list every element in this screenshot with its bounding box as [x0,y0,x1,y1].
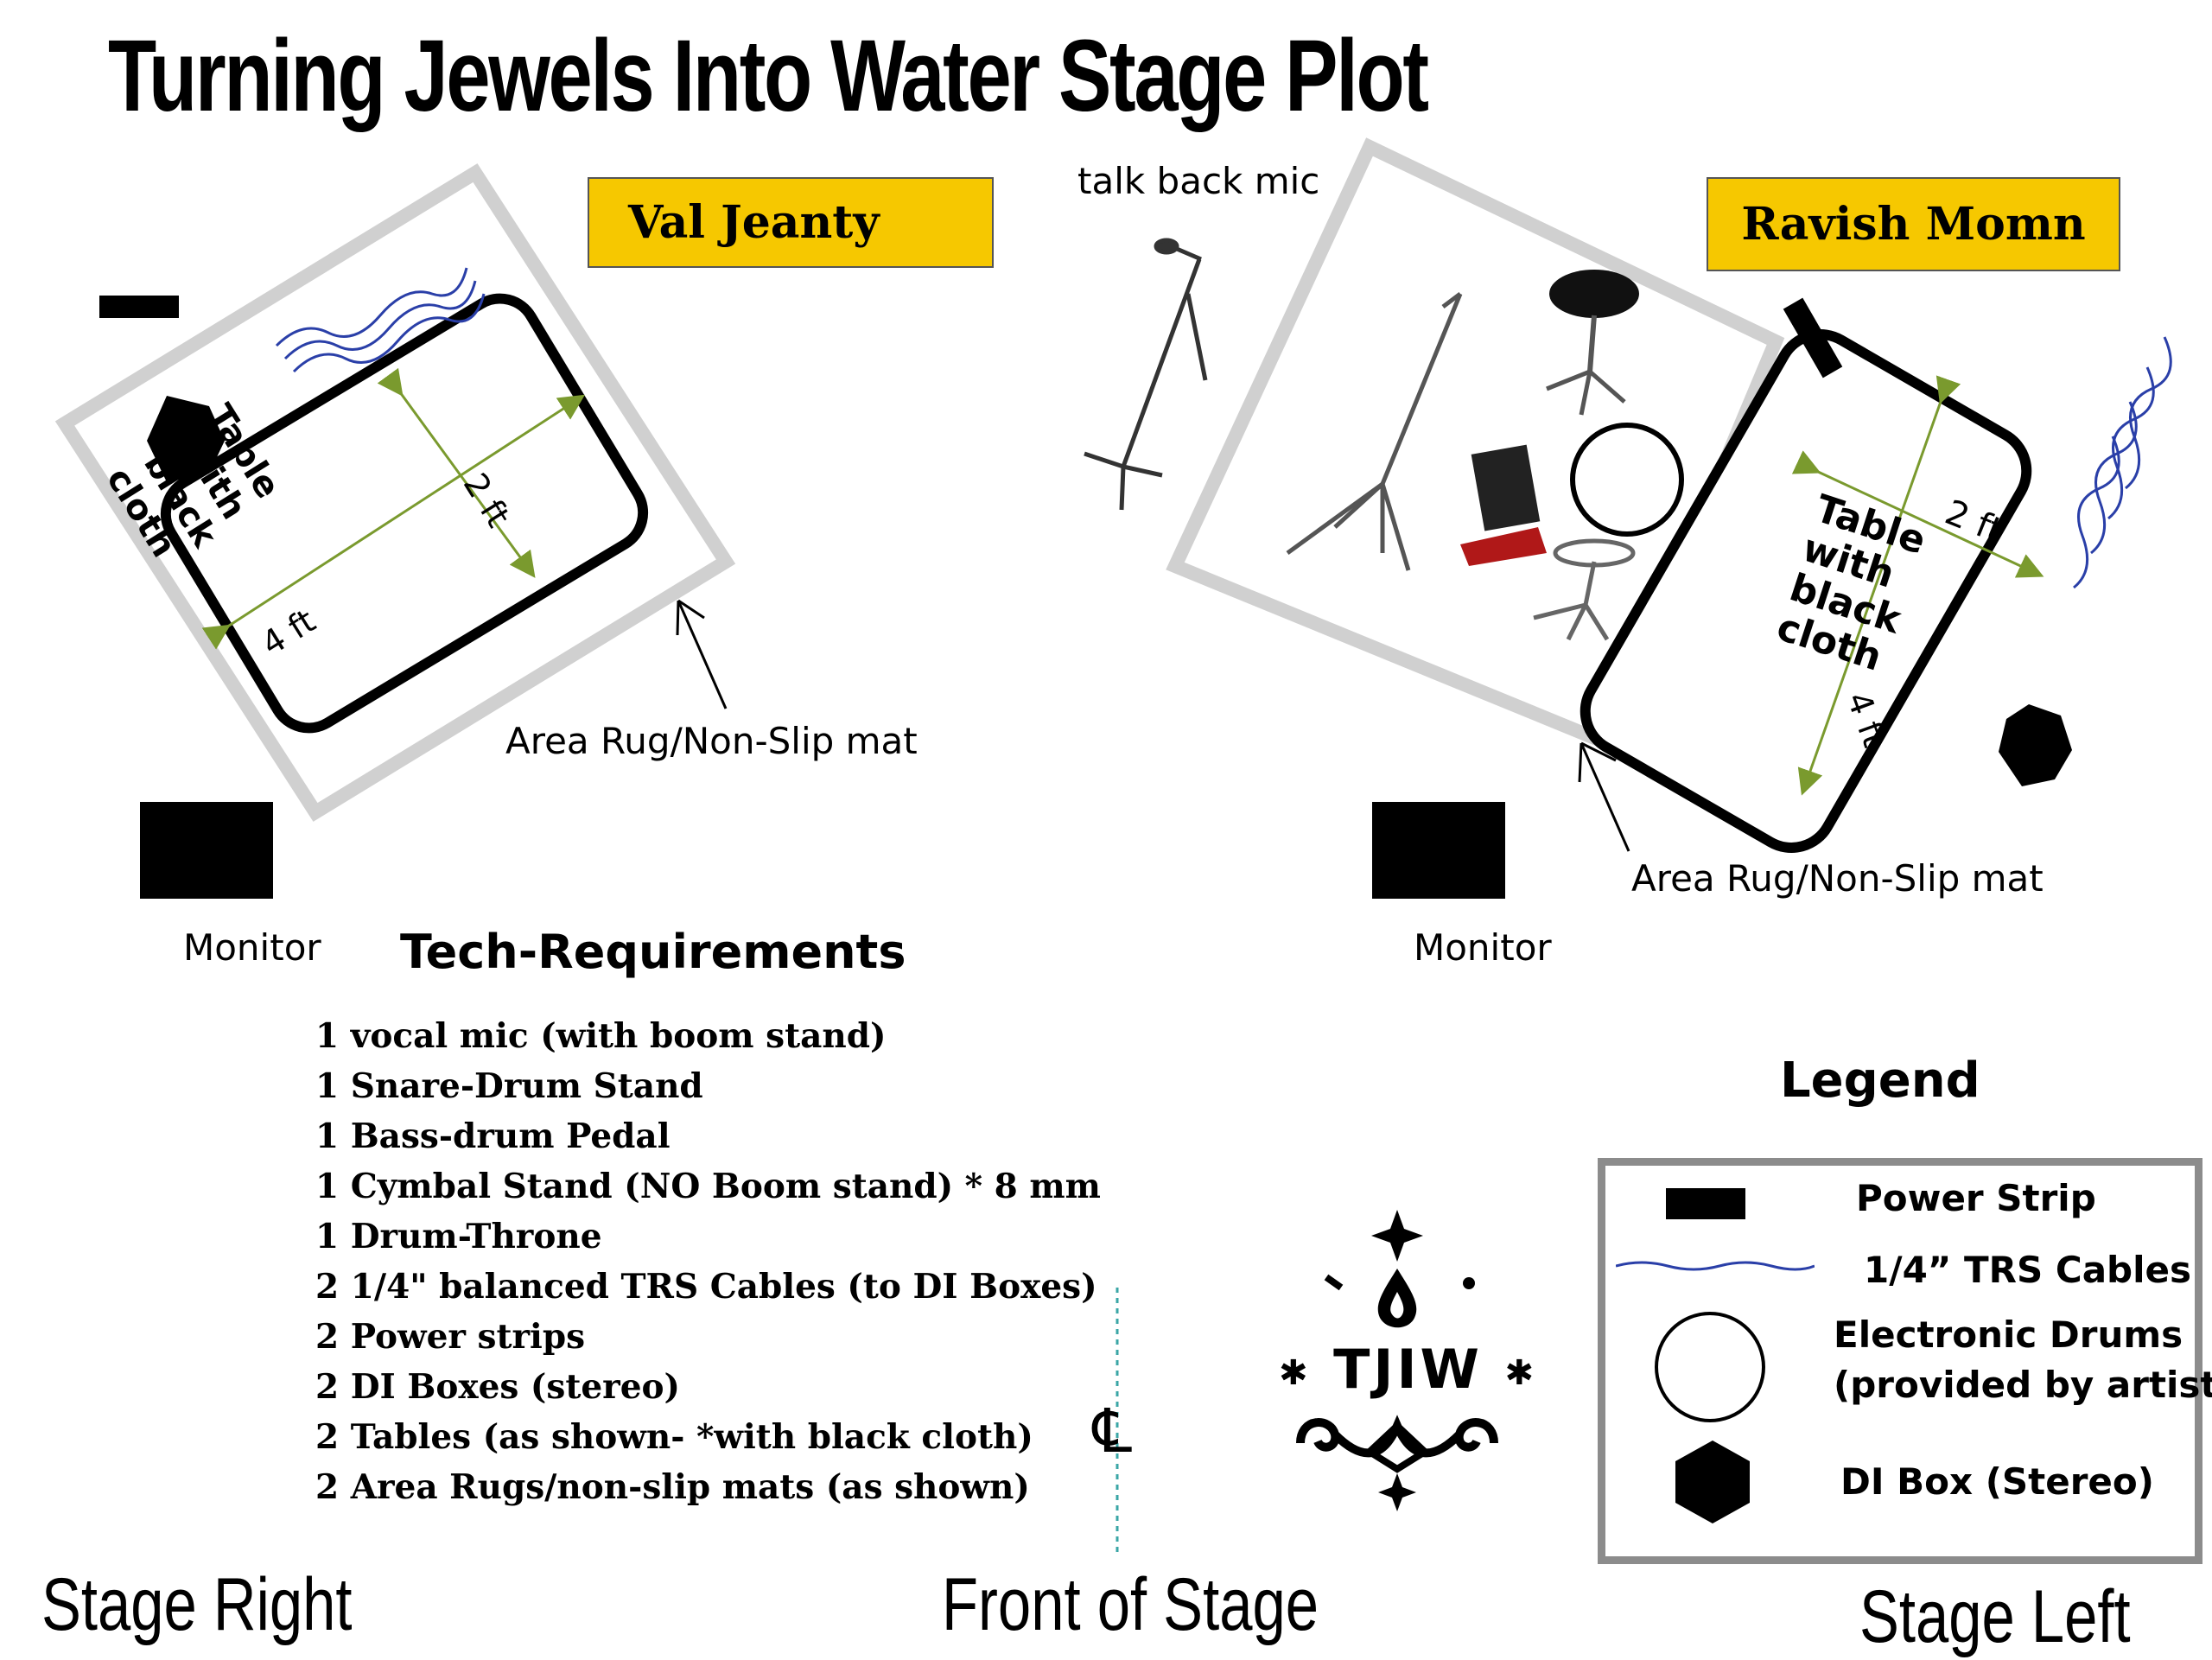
centerline-symbol: ℄ [1093,1396,1132,1466]
power-strip-icon [1783,297,1843,378]
talk-back-mic-label: talk back mic [1077,160,1320,202]
legend-label-di-box: DI Box (Stereo) [1840,1460,2154,1503]
drum-throne-icon [1546,270,1639,416]
list-item: 1 Snare-Drum Stand [315,1066,703,1106]
list-item: 1 Drum-Throne [315,1217,602,1256]
trs-cable-icon [2073,336,2172,589]
front-of-stage-label: Front of Stage [942,1563,1319,1646]
list-item: 2 1/4" balanced TRS Cables (to DI Boxes) [315,1267,1097,1307]
area-rug-label-right: Area Rug/Non-Slip mat [1631,857,2044,900]
list-item: 2 Tables (as shown- *with black cloth) [315,1417,1033,1457]
performer-left-label: Val Jeanty [588,177,994,268]
tech-requirements-heading: Tech-Requirements [400,925,906,979]
area-rug-label-left: Area Rug/Non-Slip mat [505,720,918,762]
page-title: Turning Jewels Into Water Stage Plot [108,19,1429,133]
cymbal-stand-icon [1286,292,1463,571]
di-box-icon [1999,704,2072,786]
area-rug-left [54,163,736,822]
legend-electronic-drums-icon [1655,1312,1765,1422]
performer-right-name: Ravish Momn [1741,198,2086,251]
performer-right-label: Ravish Momn [1707,177,2120,271]
dimension-arrow-2ft-left [377,367,536,578]
legend-power-strip-icon [1666,1188,1745,1219]
logo-wordmark: TJIW [1333,1338,1483,1401]
monitor-right-icon [1372,802,1505,899]
monitor-label-right: Monitor [1414,926,1552,969]
power-strip-icon [99,296,179,318]
talk-back-mic-icon [1084,238,1208,511]
tjiw-logo-icon [1296,1210,1498,1511]
bass-drum-pedal-icon [1460,444,1547,566]
di-box-icon [147,396,225,482]
monitor-label-left: Monitor [183,926,321,969]
area-rug-pointer-center [1578,741,1630,852]
stage-right-label: Stage Right [41,1563,353,1646]
legend-box [1598,1158,2202,1564]
tech-requirements-list: 1 vocal mic (with boom stand) 1 Snare-Dr… [315,1011,1101,1512]
legend-label-power-strip: Power Strip [1856,1177,2096,1219]
legend-label-trs-cables: 1/4” TRS Cables [1864,1249,2191,1291]
stage-left-label: Stage Left [1859,1575,2131,1658]
list-item: 2 DI Boxes (stereo) [315,1367,680,1407]
area-rug-pointer-left [676,599,728,709]
list-item: 1 Cymbal Stand (NO Boom stand) * 8 mm [315,1167,1101,1206]
snare-stand-icon [1533,538,1636,641]
legend-di-box-icon [1675,1441,1750,1523]
list-item: 1 vocal mic (with boom stand) [315,1016,887,1056]
list-item: 1 Bass-drum Pedal [315,1116,671,1156]
dimension-arrow-4ft-right [1797,375,1961,796]
legend-trs-cable-icon [1616,1261,1815,1271]
monitor-left-icon [140,802,273,899]
legend-note-electronic-drums: (provided by artist) [1834,1364,2212,1406]
performer-left-name: Val Jeanty [628,196,880,249]
logo-text: ✱ TJIW ✱ [1279,1338,1534,1401]
legend-heading: Legend [1780,1053,1980,1109]
legend-label-electronic-drums: Electronic Drums [1834,1313,2183,1356]
electronic-drums-icon [1570,423,1684,537]
list-item: 2 Power strips [315,1317,586,1357]
logo-star-left-icon: ✱ [1279,1352,1312,1393]
logo-star-right-icon: ✱ [1504,1352,1538,1393]
list-item: 2 Area Rugs/non-slip mats (as shown) [315,1467,1030,1507]
trs-cable-icon [275,267,486,373]
